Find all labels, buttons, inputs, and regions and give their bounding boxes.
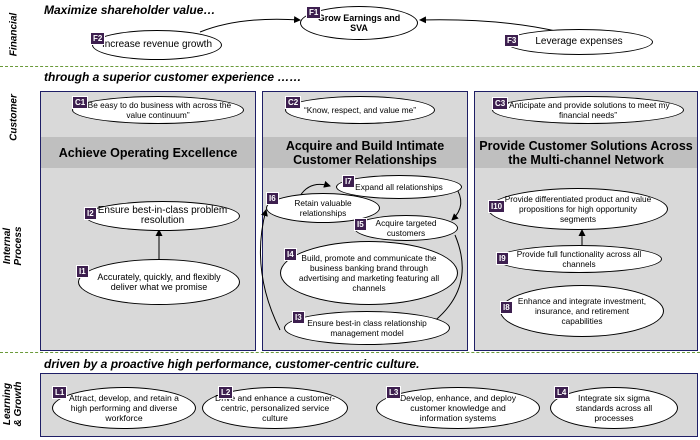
badge-i5: I5	[354, 218, 367, 231]
badge-i3: I3	[292, 311, 305, 324]
objective-i8-text: Enhance and integrate investment, insura…	[517, 296, 647, 326]
objective-f2-text: Increase revenue growth	[101, 39, 213, 50]
divider-financial	[0, 66, 700, 67]
objective-l3[interactable]: Develop, enhance, and deploy customer kn…	[376, 387, 540, 429]
badge-i2: I2	[84, 207, 97, 220]
objective-f1-text: Grow Earnings and SVA	[317, 13, 401, 33]
divider-internal	[0, 352, 700, 353]
objective-i8[interactable]: Enhance and integrate investment, insura…	[500, 285, 664, 337]
objective-c1[interactable]: “Be easy to do business with across the …	[72, 96, 244, 124]
badge-i7: I7	[342, 175, 355, 188]
badge-i1: I1	[76, 265, 89, 278]
objective-i9[interactable]: Provide full functionality across all ch…	[496, 245, 662, 273]
loop-i3-to-i6	[259, 209, 281, 331]
objective-i10[interactable]: Provide differentiated product and value…	[488, 188, 668, 230]
badge-c3: C3	[492, 97, 509, 110]
objective-f2[interactable]: Increase revenue growth	[92, 30, 222, 60]
objective-f3[interactable]: Leverage expenses	[505, 29, 653, 55]
badge-i6: I6	[266, 192, 279, 205]
badge-l3: L3	[386, 386, 402, 399]
badge-i10: I10	[488, 200, 506, 213]
objective-i4[interactable]: Build, promote and communicate the busin…	[280, 241, 458, 305]
objective-c1-text: “Be easy to do business with across the …	[84, 100, 232, 120]
badge-i8: I8	[500, 301, 513, 314]
banner-financial: Maximize shareholder value…	[44, 3, 216, 17]
objective-i3-text: Ensure best-in class relationship manage…	[307, 318, 427, 338]
objective-i1-text: Accurately, quickly, and flexibly delive…	[97, 272, 221, 292]
banner-customer: through a superior customer experience ……	[44, 70, 302, 84]
objective-c3-text: “Anticipate and provide solutions to mee…	[506, 100, 670, 120]
objective-f3-text: Leverage expenses	[535, 36, 623, 47]
objective-l3-text: Develop, enhance, and deploy customer kn…	[399, 393, 517, 423]
objective-l1-text: Attract, develop, and retain a high perf…	[69, 393, 179, 423]
column-header-operating: Achieve Operating Excellence	[41, 137, 255, 168]
badge-f1: F1	[306, 6, 322, 19]
badge-l1: L1	[52, 386, 68, 399]
badge-l2: L2	[218, 386, 234, 399]
column-header-solutions: Provide Customer Solutions Across the Mu…	[475, 137, 697, 168]
badge-f3: F3	[504, 34, 520, 47]
objective-i7-text: Expand all relationships	[355, 182, 443, 192]
objective-i5[interactable]: Acquire targeted customers	[354, 215, 458, 241]
badge-f2: F2	[90, 32, 106, 45]
objective-i2-text: Ensure best-in-class problem resolution	[97, 205, 228, 226]
badge-i9: I9	[496, 252, 509, 265]
objective-i5-text: Acquire targeted customers	[375, 218, 437, 238]
objective-l2-text: Drive and enhance a customer-centric, pe…	[215, 393, 335, 423]
badge-l4: L4	[554, 386, 570, 399]
column-header-intimate: Acquire and Build Intimate Customer Rela…	[263, 137, 467, 168]
objective-i6[interactable]: Retain valuable relationships	[266, 193, 380, 223]
objective-l1[interactable]: Attract, develop, and retain a high perf…	[52, 387, 196, 429]
objective-i10-text: Provide differentiated product and value…	[504, 194, 652, 224]
objective-i2[interactable]: Ensure best-in-class problem resolution	[85, 201, 240, 231]
objective-l4[interactable]: Integrate six sigma standards across all…	[550, 387, 678, 429]
badge-c1: C1	[72, 96, 89, 109]
objective-i3[interactable]: Ensure best-in class relationship manage…	[284, 311, 450, 345]
banner-learning: driven by a proactive high performance, …	[44, 357, 420, 371]
objective-i4-text: Build, promote and communicate the busin…	[298, 253, 440, 293]
arrow-f3-to-f1	[419, 16, 561, 33]
arrow-f2-to-f1	[199, 16, 301, 33]
badge-c2: C2	[285, 96, 302, 109]
objective-l4-text: Integrate six sigma standards across all…	[575, 393, 653, 423]
badge-i4: I4	[284, 248, 297, 261]
objective-i9-text: Provide full functionality across all ch…	[516, 249, 642, 269]
objective-c2[interactable]: “Know, respect, and value me”	[285, 96, 435, 124]
objective-c3[interactable]: “Anticipate and provide solutions to mee…	[492, 96, 684, 124]
objective-c2-text: “Know, respect, and value me”	[303, 105, 417, 115]
objective-i1[interactable]: Accurately, quickly, and flexibly delive…	[78, 259, 240, 305]
objective-i6-text: Retain valuable relationships	[294, 198, 352, 218]
